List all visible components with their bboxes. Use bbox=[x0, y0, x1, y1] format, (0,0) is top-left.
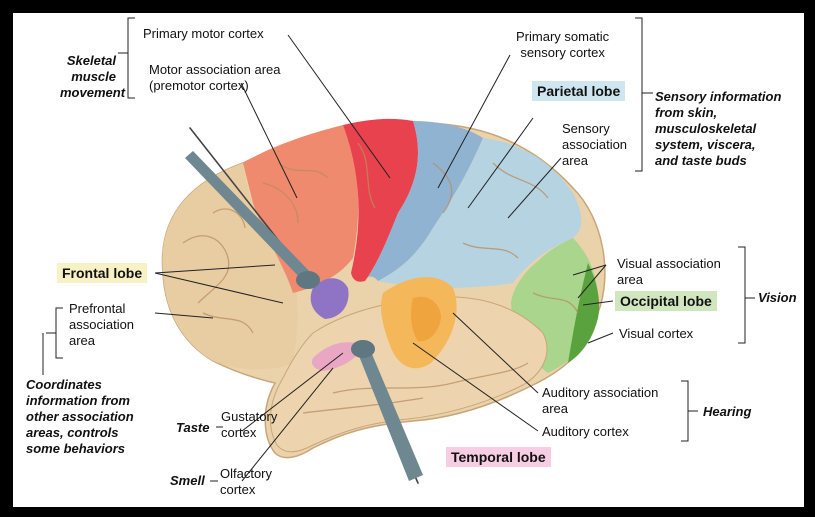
label-visual-cortex: Visual cortex bbox=[619, 326, 693, 342]
label-occipital-lobe: Occipital lobe bbox=[615, 291, 717, 311]
note-taste: Taste bbox=[176, 420, 209, 436]
label-auditory-association: Auditory association area bbox=[542, 385, 658, 417]
label-auditory-cortex: Auditory cortex bbox=[542, 424, 629, 440]
label-frontal-lobe: Frontal lobe bbox=[57, 263, 147, 283]
label-visual-association: Visual association area bbox=[617, 256, 721, 288]
note-coordinates: Coordinates information from other assoc… bbox=[26, 377, 134, 457]
diagram-canvas: Primary motor cortex Motor association a… bbox=[13, 13, 804, 507]
hearing-bracket bbox=[681, 381, 688, 441]
note-hearing: Hearing bbox=[703, 404, 751, 420]
label-motor-association: Motor association area (premotor cortex) bbox=[149, 62, 281, 94]
note-sensory-info: Sensory information from skin, musculosk… bbox=[655, 89, 781, 169]
note-smell: Smell bbox=[170, 473, 205, 489]
label-primary-motor: Primary motor cortex bbox=[143, 26, 264, 42]
label-temporal-lobe: Temporal lobe bbox=[446, 447, 551, 467]
label-olfactory: Olfactory cortex bbox=[220, 466, 272, 498]
prefrontal-bracket bbox=[56, 308, 63, 358]
label-primary-somatic: Primary somatic sensory cortex bbox=[516, 29, 609, 61]
label-gustatory: Gustatory cortex bbox=[221, 409, 277, 441]
skeletal-bracket bbox=[128, 18, 135, 98]
sensory-bracket bbox=[635, 18, 642, 171]
label-sensory-association: Sensory association area bbox=[562, 121, 627, 169]
vision-bracket bbox=[738, 247, 745, 343]
label-prefrontal: Prefrontal association area bbox=[69, 301, 134, 349]
note-vision: Vision bbox=[758, 290, 797, 306]
note-skeletal: Skeletal muscle movement bbox=[60, 53, 116, 101]
label-parietal-lobe: Parietal lobe bbox=[532, 81, 625, 101]
